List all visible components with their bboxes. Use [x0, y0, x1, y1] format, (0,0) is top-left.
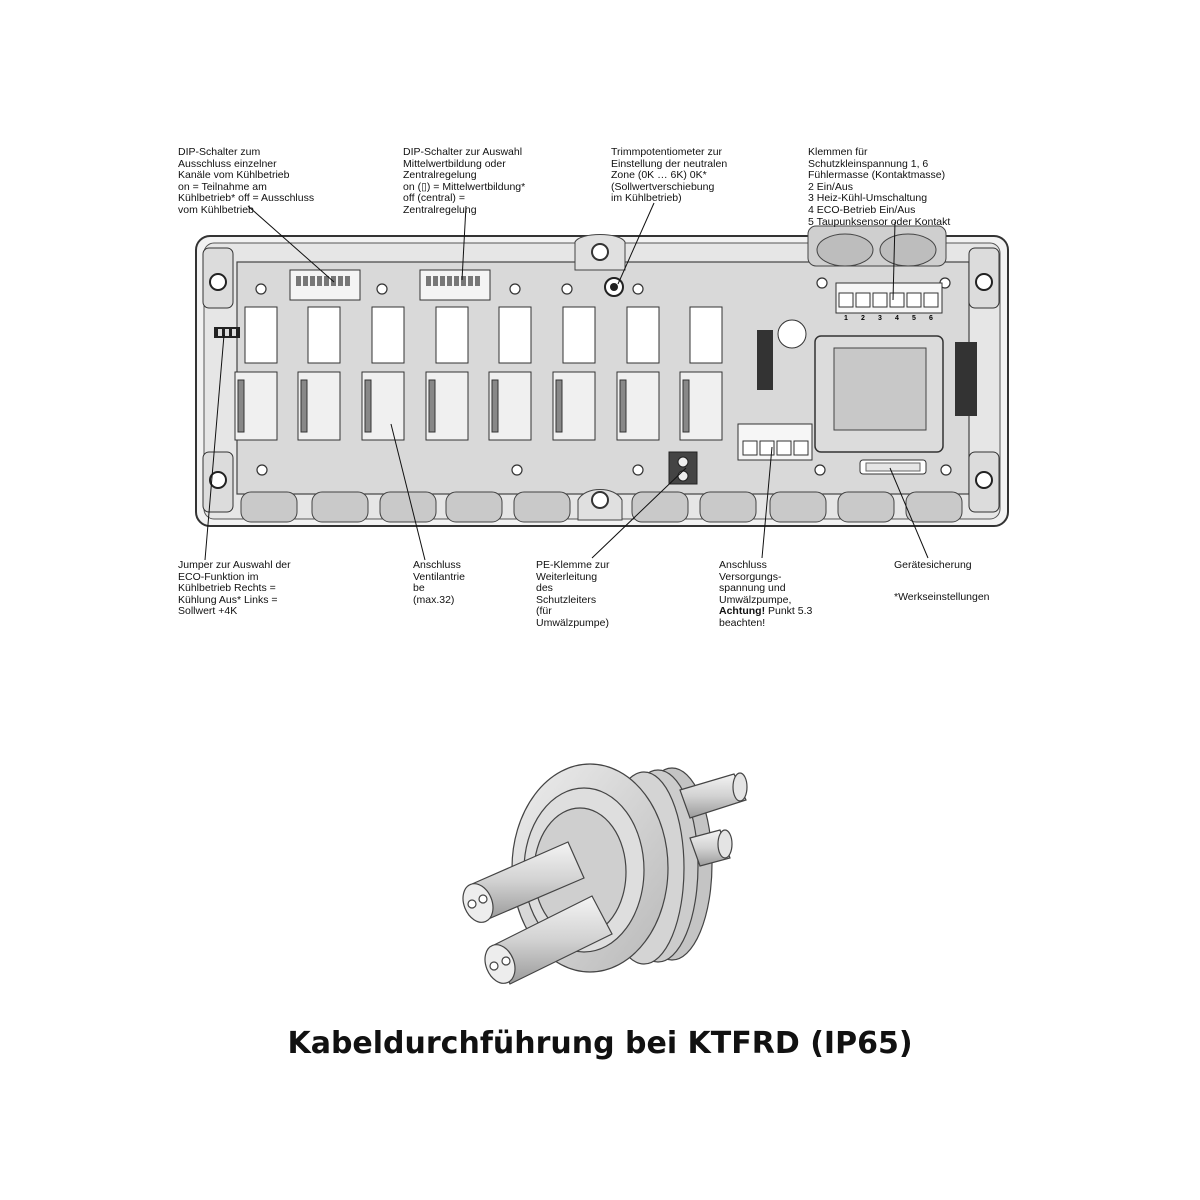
terminal-number-6: 6: [929, 315, 933, 322]
trim-potentiometer: [604, 277, 624, 297]
channel-relays: [244, 306, 723, 364]
label-dip-averaging: DIP-Schalter zur Auswahl Mittelwertbildu…: [403, 146, 526, 216]
label-terminals: Klemmen für Schutzkleinspannung 1, 6 Füh…: [808, 146, 951, 228]
label-supply-prefix: Anschluss Versorgungs- spannung und Umwä…: [719, 559, 792, 606]
dip-switch-averaging: [419, 269, 491, 301]
valve-terminal-blocks: [234, 371, 723, 441]
transformer: [814, 335, 944, 453]
label-dip-cooling: DIP-Schalter zum Ausschluss einzelner Ka…: [178, 146, 315, 216]
device-fuse: [859, 459, 927, 475]
terminal-number-1: 1: [844, 315, 848, 322]
cable-gland-illustration: [462, 763, 748, 985]
label-valve: Anschluss Ventilantrie be (max.32): [413, 559, 465, 606]
label-supply: Anschluss Versorgungs- spannung und Umwä…: [719, 559, 813, 630]
eco-jumper: [214, 327, 240, 338]
buzzer: [777, 319, 807, 349]
label-supply-warning: Achtung!: [719, 605, 766, 618]
supply-terminal-block: [737, 423, 813, 461]
leader-lines: [204, 202, 929, 561]
label-supply-suffix: Punkt 5.3 beachten!: [719, 605, 813, 629]
label-trim-pot: Trimmpotentiometer zur Einstellung der n…: [611, 146, 728, 205]
terminal-number-2: 2: [861, 315, 865, 322]
caption: Kabeldurchführung bei KTFRD (IP65): [287, 1026, 913, 1061]
terminal-number-4: 4: [895, 315, 899, 322]
label-fuse: Gerätesicherung: [894, 559, 972, 571]
board-screws: [255, 277, 952, 476]
label-pe-clamp: PE-Klemme zur Weiterleitung des Schutzle…: [536, 559, 610, 629]
label-factory-settings: *Werkseinstellungen: [894, 591, 990, 603]
terminal-number-3: 3: [878, 315, 882, 322]
low-voltage-terminals: 1 2 3 4 5 6: [835, 282, 943, 322]
terminal-number-5: 5: [912, 315, 916, 322]
pe-clamp: [668, 451, 698, 485]
label-jumper: Jumper zur Auswahl der ECO-Funktion im K…: [178, 559, 291, 618]
capacitor-block: [757, 330, 773, 390]
terminal-strip-right: [955, 342, 977, 416]
